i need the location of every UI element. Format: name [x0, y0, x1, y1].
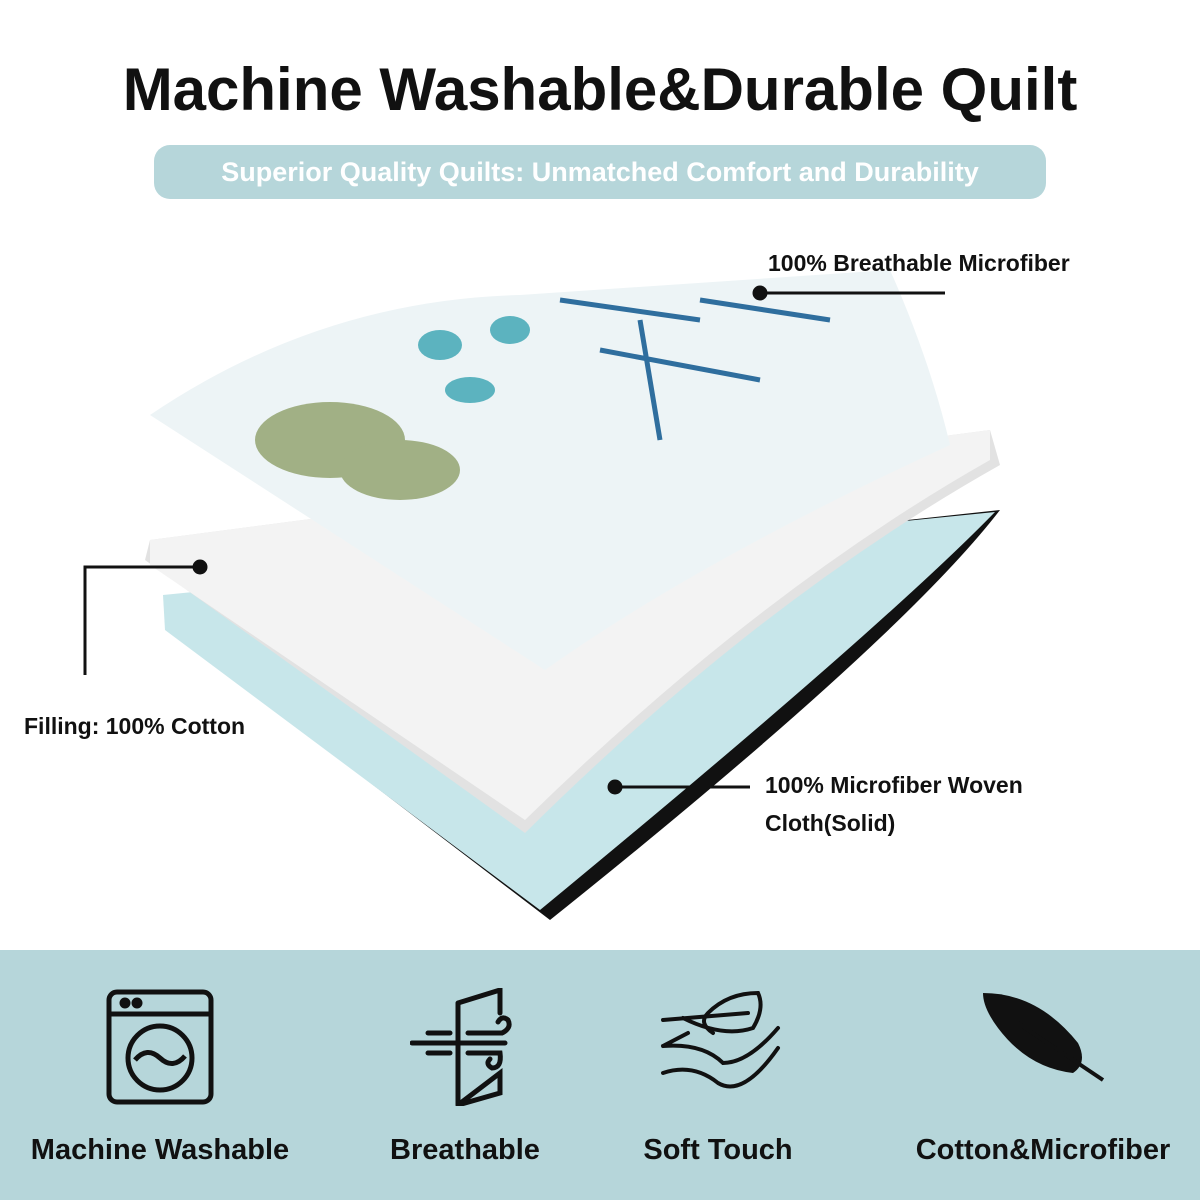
top-layer: [150, 270, 950, 670]
subtitle-banner: Superior Quality Quilts: Unmatched Comfo…: [154, 145, 1046, 199]
feather-layers-icon: [661, 990, 780, 1089]
feature-machine-washable: Machine Washable: [10, 950, 310, 1200]
feature-cotton-microfiber: Cotton&Microfiber: [893, 950, 1193, 1200]
label-top-layer: 100% Breathable Microfiber: [768, 250, 1070, 276]
coral-print: [255, 402, 460, 500]
callout-lines: [83, 285, 945, 795]
features-bar: Machine Washable Breathable Soft Touch C…: [0, 950, 1200, 1200]
seaweed-print: [559, 297, 831, 441]
feature-breathable: Breathable: [315, 950, 615, 1200]
feature-label: Soft Touch: [643, 1134, 793, 1166]
feature-soft-touch: Soft Touch: [568, 950, 868, 1200]
label-filling: Filling: 100% Cotton: [24, 713, 246, 739]
label-bottom-line2: Cloth(Solid): [765, 810, 896, 836]
leaf-print: [418, 316, 530, 403]
feature-label: Breathable: [390, 1134, 540, 1166]
feature-label: Cotton&Microfiber: [915, 1134, 1171, 1166]
label-bottom-line1: 100% Microfiber Woven: [765, 772, 1023, 798]
wind-door-icon: [410, 988, 512, 1106]
quilt-layers-illustration: [83, 270, 1000, 920]
feature-label: Machine Washable: [30, 1134, 290, 1166]
washing-machine-icon: [106, 989, 214, 1105]
page-title: Machine Washable&Durable Quilt: [122, 56, 1078, 123]
feather-icon: [983, 993, 1105, 1082]
